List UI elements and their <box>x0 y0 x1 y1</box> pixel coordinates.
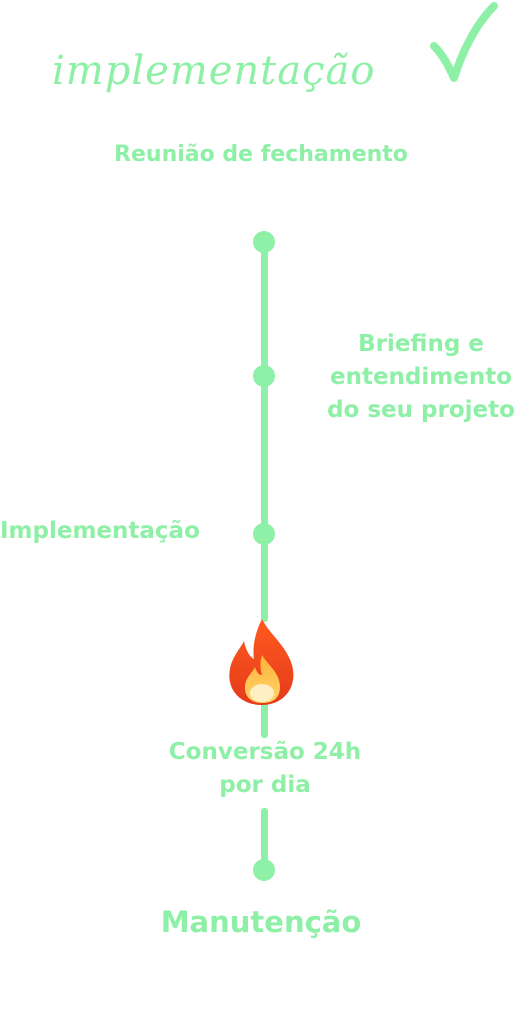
page-title: implementação <box>52 48 376 94</box>
timeline-dot-1 <box>253 231 275 253</box>
timeline-dot-2 <box>253 365 275 387</box>
step-label-conversao: Conversão 24h por dia <box>168 739 362 798</box>
step-label-reuniao: Reunião de fechamento <box>114 142 408 167</box>
timeline-dot-3 <box>253 523 275 545</box>
timeline-line-bottom <box>261 808 268 872</box>
flame-icon <box>229 619 294 705</box>
step-label-implementacao: Implementação <box>0 518 200 544</box>
timeline-dot-4 <box>253 859 275 881</box>
timeline-line <box>261 242 268 622</box>
step-label-manutencao: Manutenção <box>160 905 362 939</box>
check-icon <box>430 2 498 82</box>
step-label-briefing: Briefing e entendimento do seu projeto <box>327 331 515 423</box>
timeline-line-lower <box>261 700 268 738</box>
